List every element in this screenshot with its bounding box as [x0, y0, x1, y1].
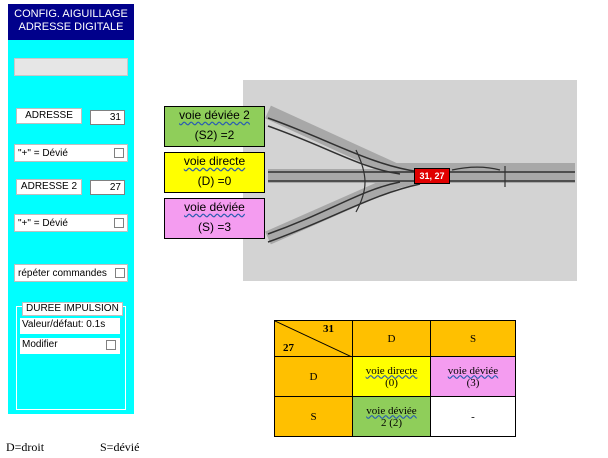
repeter-label: répéter commandes: [18, 268, 107, 279]
devie-checkbox-2[interactable]: [114, 218, 124, 228]
rail-lower-2: [267, 183, 421, 243]
voie-deviee-title: voie déviée: [184, 200, 245, 214]
cell-s-d: voie déviée 2 (2): [352, 396, 431, 437]
voie-deviee-value: (S) =3: [197, 220, 231, 234]
col-header-d: D: [352, 320, 431, 357]
col-header-s: S: [430, 320, 516, 357]
cell-d-s-line2: (3): [466, 376, 480, 389]
panel-title: CONFIG. AIGUILLAGE ADRESSE DIGITALE: [8, 4, 134, 40]
modifier-checkbox[interactable]: [106, 340, 116, 350]
devie-option-1: "+" = Dévié: [14, 144, 128, 162]
panel-title-line2: ADRESSE DIGITALE: [18, 21, 124, 33]
adresse-label: ADRESSE: [16, 108, 82, 124]
valeur-defaut: Valeur/défaut: 0.1s: [20, 318, 120, 334]
switch-joint-arc: [355, 149, 366, 213]
voie-deviee-2-box: voie déviée 2 (S2) =2: [164, 106, 265, 147]
panel-title-line1: CONFIG. AIGUILLAGE: [14, 8, 128, 20]
voie-deviee-2-title: voie déviée 2: [179, 108, 250, 122]
adresse2-label: ADRESSE 2: [16, 179, 82, 195]
cell-s-d-line1: voie déviée: [366, 404, 417, 417]
corner-top-value: 31: [323, 323, 334, 335]
adresse-input[interactable]: 31: [90, 110, 125, 125]
cell-d-d-line2: (0): [385, 376, 398, 389]
devie-option-2: "+" = Dévié: [14, 214, 128, 232]
duree-title: DUREE IMPULSION: [22, 302, 123, 316]
adresse2-input[interactable]: 27: [90, 180, 125, 195]
voie-directe-value: (D) =0: [197, 174, 232, 188]
modifier-label: Modifier: [20, 338, 120, 354]
track-ballast-lower: [265, 169, 422, 245]
cell-s-s: -: [430, 396, 516, 437]
devie-label-2: "+" = Dévié: [18, 218, 68, 229]
legend-devie: S=dévié: [100, 440, 140, 454]
devie-label-1: "+" = Dévié: [18, 148, 68, 159]
row-header-d: D: [274, 356, 353, 397]
rail-upper-1: [267, 117, 421, 173]
config-panel: CONFIG. AIGUILLAGE ADRESSE DIGITALE ADRE…: [8, 4, 134, 414]
corner-bottom-value: 27: [283, 342, 294, 354]
row-header-s: S: [274, 396, 353, 437]
voie-directe-title: voie directe: [183, 154, 246, 168]
status-field: [14, 58, 128, 76]
voie-deviee-2-value: (S2) =2: [194, 128, 235, 142]
switch-address-label[interactable]: 31, 27: [414, 168, 450, 184]
legend-droit: D=droit: [6, 440, 45, 454]
voie-deviee-box: voie déviée (S) =3: [164, 198, 265, 239]
cell-d-d: voie directe (0): [352, 356, 431, 397]
repeter-option: répéter commandes: [14, 264, 128, 282]
rail-lower-1: [267, 181, 401, 235]
cell-d-s-line1: voie déviée: [447, 364, 499, 377]
voie-directe-box: voie directe (D) =0: [164, 152, 265, 193]
table-corner-cell: 31 27: [274, 320, 353, 357]
cell-s-d-line2: 2 (2): [380, 416, 403, 429]
corner-diagonal: [275, 321, 352, 357]
cell-d-s: voie déviée (3): [430, 356, 516, 397]
devie-checkbox-1[interactable]: [114, 148, 124, 158]
repeter-checkbox[interactable]: [115, 268, 125, 278]
cell-d-d-line1: voie directe: [365, 364, 418, 377]
state-table: 31 27 D S D voie directe (0) voie déviée…: [274, 320, 516, 437]
cell-s-s-line1: -: [471, 410, 475, 423]
exit-rail-curve: [451, 166, 501, 171]
